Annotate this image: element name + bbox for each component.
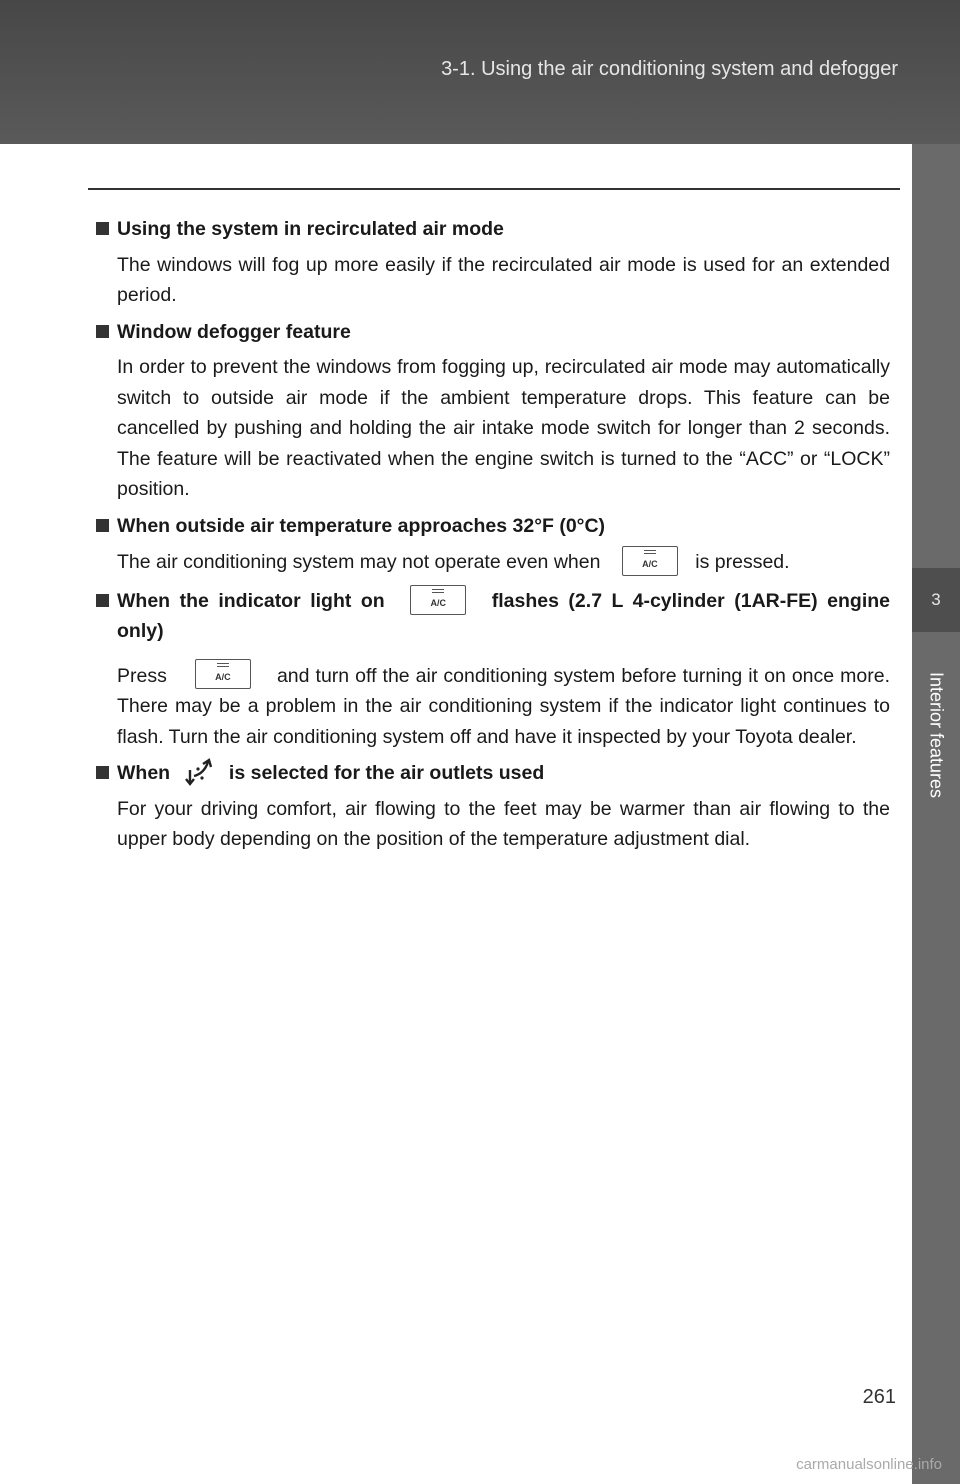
section-defogger-feature: Window defogger feature In order to prev…	[96, 317, 890, 505]
section-airflow-feet: When is selected for the air outlets use…	[96, 757, 890, 855]
section-heading: When outside air temperature approaches …	[96, 511, 890, 542]
square-bullet-icon	[96, 222, 109, 235]
watermark: carmanualsonline.info	[796, 1456, 942, 1473]
section-body: For your driving comfort, air flowing to…	[117, 797, 890, 851]
section-body: The air conditioning system may not oper…	[96, 545, 890, 578]
chapter-number: 3	[912, 568, 960, 632]
header-title: 3-1. Using the air conditioning system a…	[441, 58, 898, 80]
page-number: 261	[862, 1386, 896, 1408]
header-bar	[0, 0, 960, 144]
ac-button-icon: A/C	[194, 659, 251, 690]
side-tab	[912, 144, 960, 1484]
ac-button-icon: A/C	[410, 585, 467, 616]
chapter-label: Interior features	[926, 671, 947, 799]
square-bullet-icon	[96, 324, 109, 338]
section-heading: When the indicator light on A/C flashes …	[96, 585, 890, 647]
square-bullet-icon	[96, 518, 109, 532]
section-heading: Using the system in recirculated air mod…	[96, 214, 890, 245]
section-heading: Window defogger feature	[96, 317, 890, 348]
airflow-upper-body-feet-icon	[184, 757, 212, 786]
square-bullet-icon	[96, 766, 109, 779]
divider	[88, 188, 900, 190]
section-body: The windows will fog up more easily if t…	[117, 253, 890, 307]
section-outside-temperature: When outside air temperature approaches …	[96, 511, 890, 578]
ac-button-icon: A/C	[621, 545, 678, 576]
section-body: Press A/C and turn off the air condition…	[96, 659, 890, 753]
square-bullet-icon	[96, 593, 109, 607]
section-recirculated-air: Using the system in recirculated air mod…	[96, 214, 890, 311]
page-content: Using the system in recirculated air mod…	[96, 214, 890, 861]
section-heading: When is selected for the air outlets use…	[96, 757, 890, 789]
section-indicator-flashes: When the indicator light on A/C flashes …	[96, 585, 890, 753]
section-body: In order to prevent the windows from fog…	[117, 356, 890, 500]
